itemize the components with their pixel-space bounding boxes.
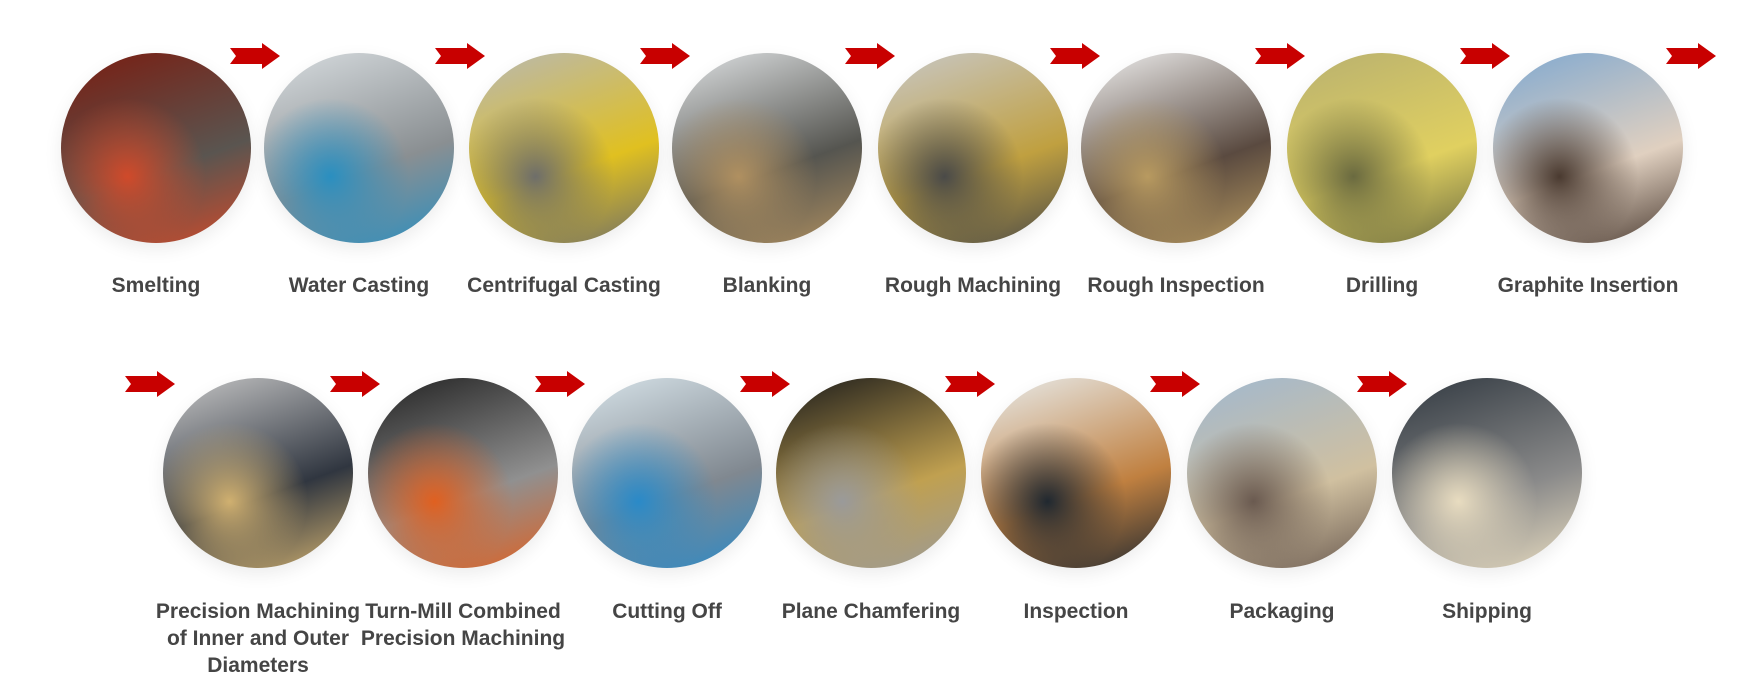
step-label: Drilling (1345, 274, 1419, 297)
centrifugal-machine-photo (469, 53, 659, 243)
right-arrow-icon (1460, 43, 1512, 69)
step-label: Inspection (1023, 600, 1129, 623)
workers-packaging-photo (1187, 378, 1377, 568)
mazak-machine-photo (368, 378, 558, 568)
bronze-bars-photo (672, 53, 862, 243)
right-arrow-icon (1255, 43, 1307, 69)
cmm-inspection-photo (981, 378, 1171, 568)
drilling-machine-photo (1287, 53, 1477, 243)
right-arrow-icon (1050, 43, 1102, 69)
step-label: Packaging (1229, 600, 1335, 623)
vertical-lathe-photo (163, 378, 353, 568)
casting-workshop-photo (264, 53, 454, 243)
right-arrow-icon (1150, 371, 1202, 397)
step-label: Cutting Off (612, 600, 722, 623)
chamfering-closeup-photo (776, 378, 966, 568)
step-label: Plane Chamfering (781, 600, 961, 623)
right-arrow-icon (535, 371, 587, 397)
step-label: Rough Inspection (1087, 274, 1265, 297)
right-arrow-icon (435, 43, 487, 69)
right-arrow-icon (740, 371, 792, 397)
right-arrow-icon (1357, 371, 1409, 397)
right-arrow-icon (640, 43, 692, 69)
right-arrow-icon (125, 371, 177, 397)
right-arrow-icon (1666, 43, 1718, 69)
step-label: Graphite Insertion (1497, 274, 1679, 297)
furnace-molten-metal-photo (61, 53, 251, 243)
step-label: Rough Machining (884, 274, 1062, 297)
step-label: Blanking (722, 274, 812, 297)
workers-inserting-graphite-photo (1493, 53, 1683, 243)
step-label: Smelting (111, 274, 201, 297)
right-arrow-icon (330, 371, 382, 397)
lathe-machine-photo (878, 53, 1068, 243)
step-label: Shipping (1442, 600, 1532, 623)
machine-hall-photo (572, 378, 762, 568)
bronze-bushings-photo (1081, 53, 1271, 243)
wooden-crates-photo (1392, 378, 1582, 568)
step-label: Water Casting (288, 274, 430, 297)
right-arrow-icon (230, 43, 282, 69)
step-label: Centrifugal Casting (467, 274, 661, 297)
right-arrow-icon (945, 371, 997, 397)
right-arrow-icon (845, 43, 897, 69)
